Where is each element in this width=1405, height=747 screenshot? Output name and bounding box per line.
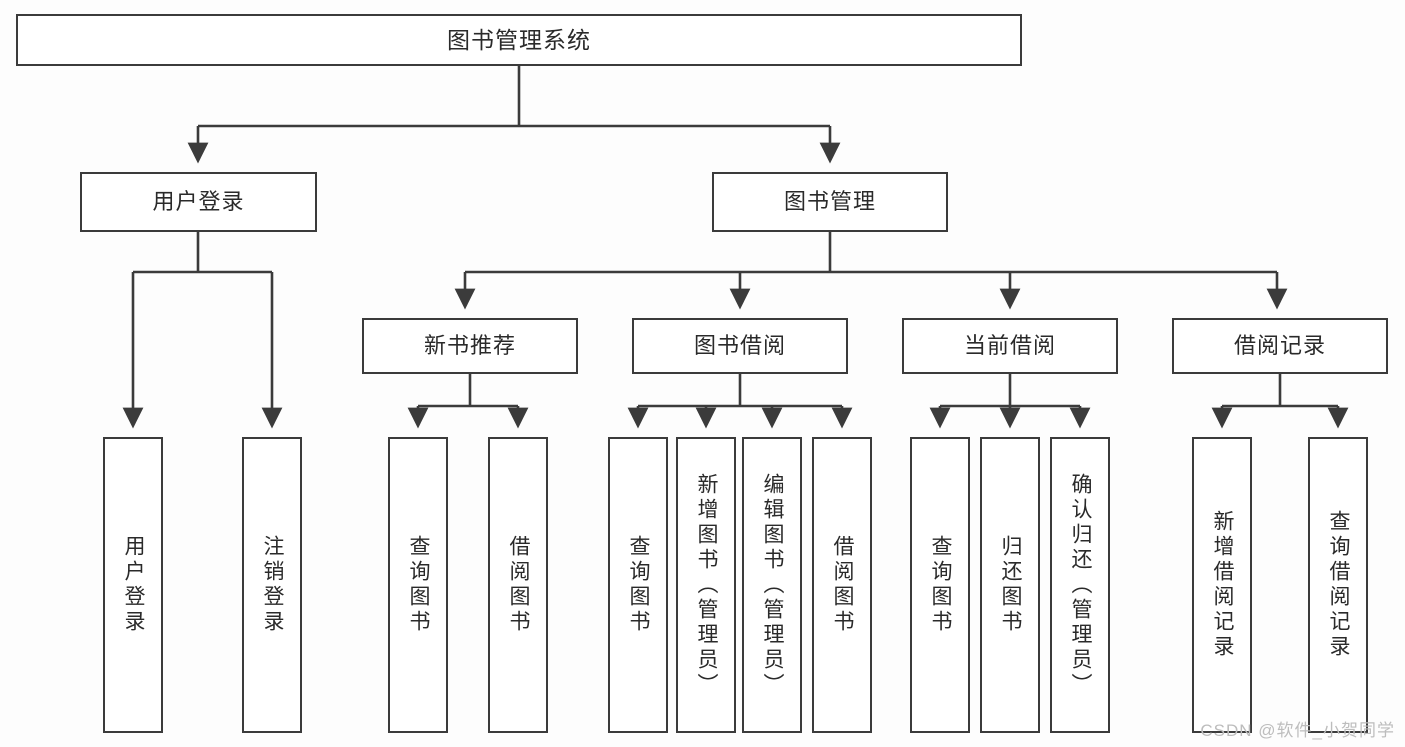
node-label: 查询图书	[929, 535, 953, 635]
node-label: 归还图书	[999, 535, 1023, 635]
node-label: 新书推荐	[423, 333, 516, 359]
leaf-current-confirm-return[interactable]: 确认归还（管理员）	[1050, 437, 1110, 733]
node-label: 查询借阅记录	[1327, 510, 1351, 660]
node-label: 编辑图书（管理员）	[761, 472, 785, 698]
node-label: 借阅图书	[831, 535, 855, 635]
leaf-borrow-borrow-book[interactable]: 借阅图书	[812, 437, 872, 733]
node-label: 查询图书	[627, 535, 651, 635]
node-label: 确认归还（管理员）	[1069, 472, 1093, 698]
node-label: 查询图书	[407, 535, 431, 635]
node-label: 借阅图书	[507, 535, 531, 635]
node-book-borrow[interactable]: 图书借阅	[632, 318, 848, 374]
leaf-records-add-record[interactable]: 新增借阅记录	[1192, 437, 1252, 733]
node-label: 用户登录	[152, 189, 245, 215]
node-label: 图书管理系统	[447, 26, 591, 53]
leaf-user-login-logout[interactable]: 注销登录	[242, 437, 302, 733]
node-borrow-records[interactable]: 借阅记录	[1172, 318, 1388, 374]
node-current-borrow[interactable]: 当前借阅	[902, 318, 1118, 374]
leaf-borrow-edit-book[interactable]: 编辑图书（管理员）	[742, 437, 802, 733]
leaf-current-return-book[interactable]: 归还图书	[980, 437, 1040, 733]
node-label: 图书管理	[783, 189, 876, 215]
node-book-management[interactable]: 图书管理	[712, 172, 948, 232]
node-label: 用户登录	[122, 535, 146, 635]
node-label: 借阅记录	[1233, 333, 1326, 359]
leaf-records-query-record[interactable]: 查询借阅记录	[1308, 437, 1368, 733]
node-user-login[interactable]: 用户登录	[80, 172, 317, 232]
leaf-current-query-book[interactable]: 查询图书	[910, 437, 970, 733]
leaf-borrow-add-book[interactable]: 新增图书（管理员）	[676, 437, 736, 733]
leaf-new-book-borrow[interactable]: 借阅图书	[488, 437, 548, 733]
leaf-user-login-login[interactable]: 用户登录	[103, 437, 163, 733]
node-root-system[interactable]: 图书管理系统	[16, 14, 1022, 66]
node-label: 新增借阅记录	[1211, 510, 1235, 660]
node-label: 注销登录	[261, 535, 285, 635]
node-label: 图书借阅	[693, 333, 786, 359]
node-new-book-recommend[interactable]: 新书推荐	[362, 318, 578, 374]
node-label: 当前借阅	[963, 333, 1056, 359]
node-label: 新增图书（管理员）	[695, 472, 719, 698]
leaf-new-book-query[interactable]: 查询图书	[388, 437, 448, 733]
leaf-borrow-query-book[interactable]: 查询图书	[608, 437, 668, 733]
